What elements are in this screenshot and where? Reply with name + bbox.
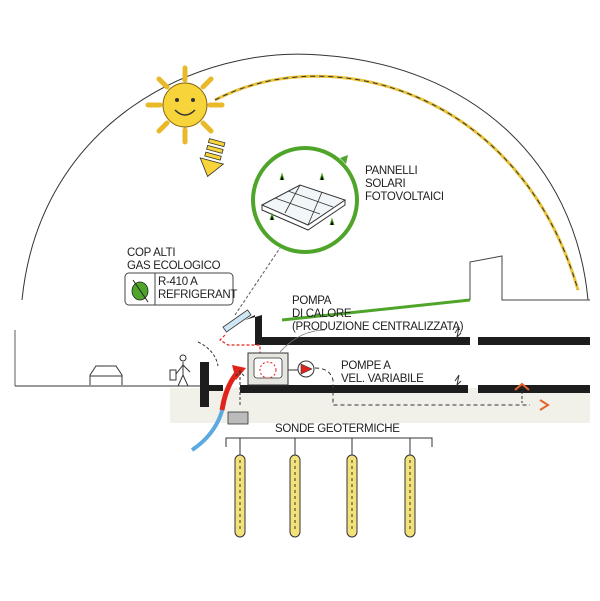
pv-label-line: PANNELLI bbox=[365, 165, 418, 177]
pv-panels-detail bbox=[251, 146, 359, 254]
leaf-icon bbox=[131, 279, 149, 303]
refrigerant-box bbox=[124, 272, 234, 306]
sun-icon bbox=[145, 65, 225, 145]
probe bbox=[234, 454, 246, 538]
orange-output-arrow-icon bbox=[514, 382, 530, 391]
pv-panels-label: PANNELLI SOLARI FOTOVOLTAICI bbox=[365, 165, 444, 204]
orange-right-arrow-icon bbox=[539, 399, 550, 411]
refrigerant-label-line: REFRIGERANT bbox=[158, 289, 238, 301]
pumps-label-line: POMPE A bbox=[341, 360, 391, 372]
geothermal-probes bbox=[234, 438, 416, 538]
geothermal-manifold bbox=[227, 411, 249, 425]
probe bbox=[346, 454, 358, 538]
heat-pump-label-line: POMPA bbox=[292, 295, 332, 307]
circulation-pump-icon bbox=[297, 360, 315, 378]
green-roof bbox=[281, 298, 471, 322]
car-icon bbox=[89, 365, 123, 385]
cop-label: COP ALTI GAS ECOLOGICO bbox=[127, 247, 221, 273]
pv-label-line: FOTOVOLTAICI bbox=[365, 191, 444, 203]
heat-pump-unit bbox=[247, 352, 289, 386]
pv-leader-line bbox=[234, 247, 281, 316]
adjacent-building bbox=[469, 255, 590, 301]
pumps-label: POMPE A VEL. VARIABILE bbox=[341, 360, 424, 386]
geothermal-label: SONDE GEOTERMICHE bbox=[275, 423, 400, 435]
pumps-label-line: VEL. VARIABILE bbox=[341, 373, 424, 385]
heat-pump-label: POMPA DI CALORE (PRODUZIONE CENTRALIZZAT… bbox=[292, 295, 464, 334]
sky-arc bbox=[21, 53, 589, 301]
person-icon bbox=[169, 354, 191, 387]
sun-energy-arrow-icon bbox=[199, 138, 226, 178]
building-structure bbox=[200, 315, 590, 407]
distribution-line bbox=[314, 367, 530, 406]
refrigerant-line bbox=[219, 334, 261, 360]
cop-label-line: GAS ECOLOGICO bbox=[127, 260, 221, 272]
cop-label-line: COP ALTI bbox=[127, 247, 176, 259]
probe bbox=[404, 454, 416, 538]
heat-pump-label-line: DI CALORE bbox=[292, 308, 352, 320]
roof-solar-panel bbox=[222, 309, 252, 333]
pv-label-line: SOLARI bbox=[365, 178, 406, 190]
refrigerant-label-line: R-410 A bbox=[158, 276, 198, 288]
probe bbox=[289, 454, 301, 538]
probe-header bbox=[225, 437, 433, 447]
refrigerant-label: R-410 A REFRIGERANT bbox=[158, 276, 237, 302]
heat-pump-label-line: (PRODUZIONE CENTRALIZZATA) bbox=[292, 321, 464, 333]
